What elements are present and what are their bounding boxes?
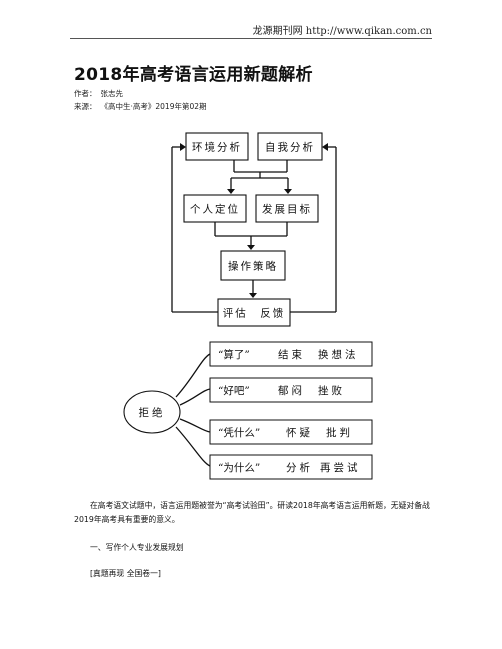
author-name: 张志先	[100, 89, 124, 98]
arrowhead	[180, 143, 186, 151]
mindmap-item	[209, 377, 373, 403]
mindmap-item	[209, 454, 373, 480]
node-development-goal-label: 发展目标	[262, 203, 312, 216]
branch-line	[175, 353, 211, 398]
arrowhead	[247, 245, 255, 250]
article-title: 2018年高考语言运用新题解析	[74, 65, 313, 85]
item-feeling: 郁闷	[278, 384, 305, 397]
arrowhead	[249, 293, 257, 298]
source-label: 来源：	[74, 102, 97, 111]
item-feeling: 怀疑	[286, 427, 313, 439]
node-personal-positioning	[183, 194, 247, 223]
node-development-goal	[255, 194, 319, 223]
author-line: 作者：张志先	[74, 88, 123, 99]
node-operation-strategy-label: 操作策略	[228, 260, 278, 273]
item-quote: “为什么”	[218, 462, 260, 474]
site-header-link[interactable]: 龙源期刊网 http://www.qikan.com.cn	[252, 26, 432, 37]
node-environment-analysis-label: 环境分析	[192, 141, 242, 154]
node-evaluation-feedback	[217, 298, 291, 327]
arrowhead	[322, 143, 328, 151]
header-divider	[70, 38, 432, 39]
section-heading: 一、写作个人专业发展规划	[90, 543, 184, 552]
item-quote: “凭什么”	[218, 426, 260, 439]
mindmap-item	[209, 419, 373, 445]
question-label: [真题再现 全国卷一]	[90, 569, 161, 578]
item-feeling: 分析	[286, 461, 313, 474]
career-flowchart: 环境分析 自我分析 个人定位 发展目标 操作策略 评估 反馈	[171, 132, 337, 327]
source-line: 来源：《高中生·高考》2019年第02期	[74, 101, 207, 112]
item-action: 再尝试	[320, 461, 361, 474]
mindmap-item	[209, 341, 373, 367]
node-operation-strategy	[220, 250, 286, 281]
author-label: 作者：	[74, 89, 97, 98]
node-environment-analysis	[185, 132, 249, 161]
item-action: 换想法	[318, 348, 359, 361]
node-personal-positioning-label: 个人定位	[190, 203, 240, 216]
item-quote: “算了”	[218, 348, 250, 361]
branch-line	[175, 426, 211, 467]
rejection-mindmap: 拒绝 “算了” 结束 换想法 “好吧” 郁闷 挫败 “凭什么” 怀疑 批判 “为…	[123, 341, 373, 480]
item-action: 挫败	[318, 384, 345, 397]
body-paragraph: 在高考语文试题中，语言运用题被誉为“高考试验田”。研读2018年高考语言运用新题…	[74, 501, 430, 524]
node-evaluation-feedback-label: 评估 反馈	[223, 307, 286, 320]
source-text: 《高中生·高考》2019年第02期	[100, 102, 207, 111]
arrowhead	[284, 189, 292, 194]
item-action: 批判	[326, 426, 353, 439]
branch-line	[179, 388, 211, 406]
center-label: 拒绝	[139, 406, 166, 419]
arrowhead	[227, 189, 235, 194]
node-self-analysis	[257, 132, 323, 161]
branch-line	[179, 418, 211, 433]
node-self-analysis-label: 自我分析	[265, 141, 315, 154]
item-quote: “好吧”	[218, 385, 250, 397]
item-feeling: 结束	[278, 348, 305, 361]
center-oval	[123, 390, 181, 434]
